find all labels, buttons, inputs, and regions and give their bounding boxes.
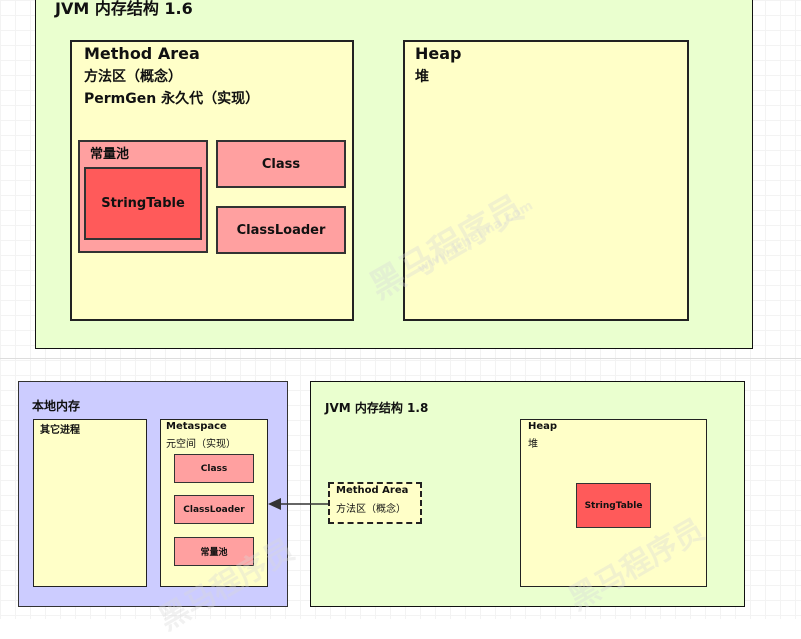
section-divider (0, 358, 801, 359)
jvm16-classloader: ClassLoader (216, 206, 346, 254)
jvm18-method-area (328, 482, 422, 524)
jvm18-method-area-title: Method Area (336, 485, 409, 496)
method-area-title: Method Area (84, 44, 200, 63)
jvm16-heap-subtitle: 堆 (415, 69, 429, 85)
other-process-box (33, 419, 147, 587)
jvm16-title: JVM 内存结构 1.6 (55, 0, 193, 18)
method-area-permgen: PermGen 永久代（实现） (84, 91, 260, 107)
other-process-label: 其它进程 (40, 425, 80, 436)
jvm16-const-pool-label: 常量池 (90, 147, 130, 162)
metaspace-title: Metaspace (166, 421, 227, 432)
jvm18-method-area-subtitle: 方法区（概念） (336, 504, 406, 515)
metaspace-classloader: ClassLoader (174, 495, 254, 524)
jvm16-class: Class (216, 140, 346, 188)
jvm18-heap-subtitle: 堆 (528, 439, 538, 450)
method-area-concept: 方法区（概念） (84, 69, 182, 85)
metaspace-const-pool: 常量池 (174, 537, 254, 566)
native-memory-title: 本地内存 (32, 399, 81, 413)
jvm16-string-table: StringTable (84, 167, 202, 240)
jvm16-heap (403, 40, 689, 321)
jvm18-string-table: StringTable (576, 483, 651, 528)
metaspace-class: Class (174, 454, 254, 483)
jvm18-heap-title: Heap (528, 421, 558, 432)
metaspace-subtitle: 元空间（实现） (166, 439, 236, 450)
jvm18-title: JVM 内存结构 1.8 (325, 401, 429, 415)
jvm16-heap-title: Heap (415, 44, 462, 63)
